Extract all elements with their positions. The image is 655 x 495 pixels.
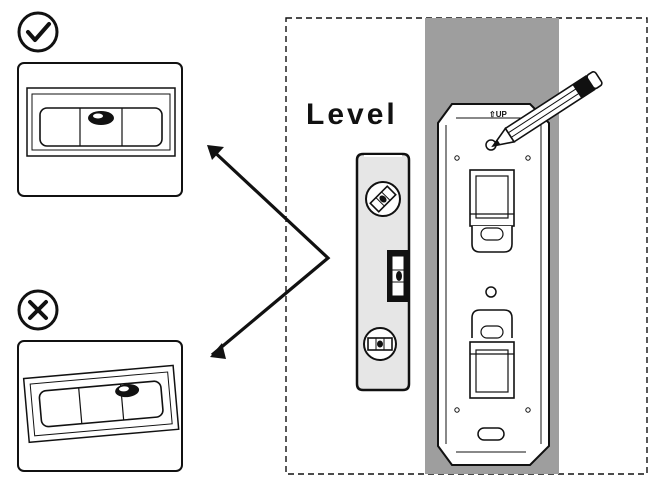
spirit-level	[355, 152, 411, 392]
level-title: Level	[306, 98, 398, 131]
up-mark-label: ⇧UP	[489, 110, 507, 119]
check-circle-icon	[17, 11, 59, 53]
cross-circle-icon	[17, 289, 59, 331]
direction-arrows	[207, 145, 331, 359]
pencil-icon	[491, 71, 603, 148]
correct-panel	[17, 62, 183, 197]
mounting-bracket	[437, 103, 550, 466]
incorrect-panel	[17, 340, 183, 472]
